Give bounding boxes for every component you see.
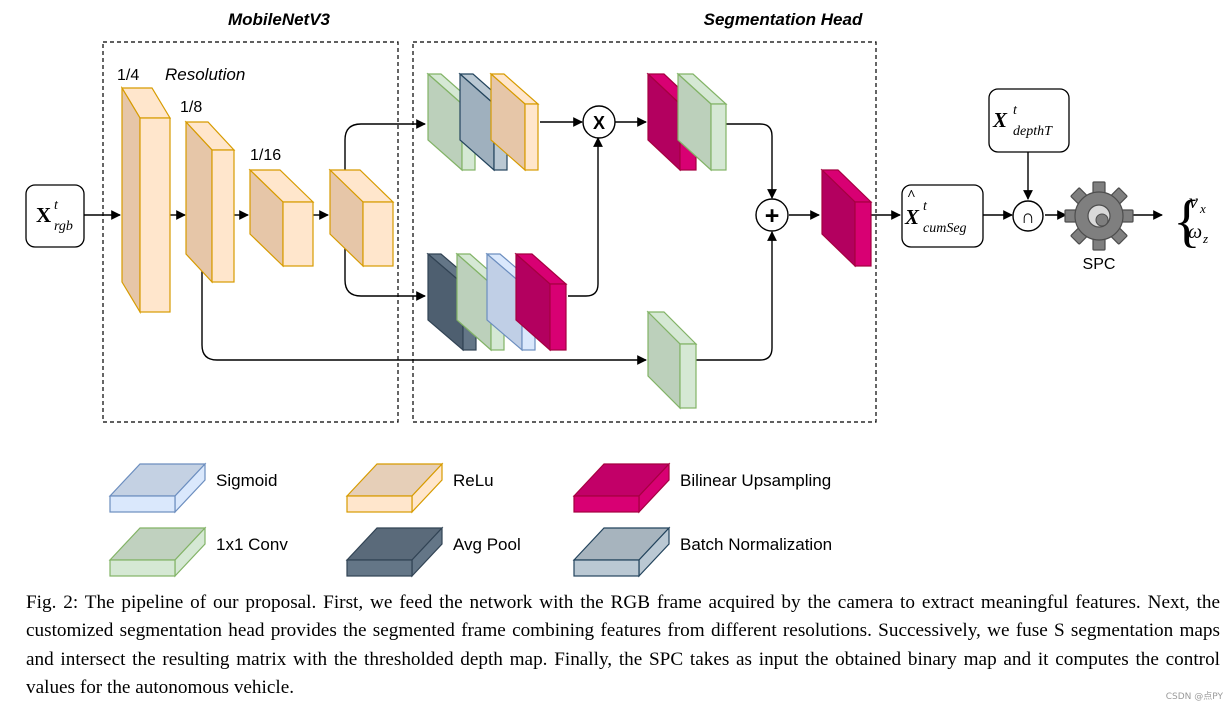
backbone-block-eighth: [184, 120, 236, 284]
cumseg-sup: t: [923, 199, 928, 214]
lower-branch-upsampling-block: [514, 252, 568, 352]
intersection-node: ∩: [1012, 200, 1044, 232]
final-upsampling-block: [820, 168, 873, 268]
resolution-label-eighth: 1/8: [180, 99, 202, 116]
add-node: +: [755, 198, 789, 232]
backbone-title: MobileNetV3: [228, 10, 331, 29]
legend-swatch: [108, 526, 207, 578]
backbone-box: [102, 41, 399, 423]
merge-conv-block: [676, 72, 728, 172]
segmentation-head-box: [412, 41, 877, 423]
legend-item: Sigmoid: [108, 462, 277, 514]
backbone-block-final: [328, 168, 395, 268]
depth-box: X t depthT: [988, 88, 1070, 153]
depth-sup: t: [1013, 103, 1018, 118]
cumseg-box: ^ X t cumSeg: [901, 184, 984, 248]
spc-label: SPC: [1083, 256, 1116, 273]
output-vx-sub: x: [1199, 201, 1206, 216]
resolution-label-sixteenth: 1/16: [250, 147, 281, 164]
multiply-symbol: X: [593, 113, 605, 133]
legend-swatch: [572, 526, 671, 578]
legend-item: ReLu: [345, 462, 494, 514]
legend-label: ReLu: [453, 471, 494, 490]
legend-label: Batch Normalization: [680, 535, 832, 554]
legend-item: Avg Pool: [345, 526, 521, 578]
input-rgb-sub: rgb: [54, 219, 73, 234]
cumseg-hat: ^: [907, 188, 916, 204]
depth-sub: depthT: [1013, 124, 1053, 139]
input-rgb-base: X: [36, 203, 51, 227]
output-wz: ω z: [1188, 221, 1208, 246]
depth-base: X: [992, 108, 1008, 132]
output-vx: v x: [1189, 191, 1206, 216]
head-title: Segmentation Head: [704, 10, 863, 29]
legend-label: Avg Pool: [453, 535, 521, 554]
legend-swatch: [108, 462, 207, 514]
upper-branch-relu-block: [489, 72, 540, 172]
legend-label: Sigmoid: [216, 471, 277, 490]
resolution-label-quarter: 1/4: [117, 67, 139, 84]
legend-swatch: [345, 462, 444, 514]
legend-swatch: [572, 462, 671, 514]
figure-caption: Fig. 2: The pipeline of our proposal. Fi…: [26, 592, 1220, 699]
legend-item: 1x1 Conv: [108, 526, 288, 578]
add-symbol: +: [765, 202, 780, 230]
legend-label: 1x1 Conv: [216, 535, 288, 554]
legend-item: Batch Normalization: [572, 526, 832, 578]
cumseg-sub: cumSeg: [923, 221, 967, 236]
legend-swatch: [345, 526, 444, 578]
input-rgb-box: X t rgb: [25, 184, 85, 248]
resolution-label: Resolution: [165, 65, 245, 84]
legend-label: Bilinear Upsampling: [680, 471, 831, 490]
legend: Sigmoid ReLu Bilinear Upsampling 1x1 Conv Av…: [108, 462, 832, 578]
backbone-block-sixteenth: [248, 168, 315, 268]
pipeline-diagram: MobileNetV3 Segmentation Head 1/4 Resolu…: [25, 10, 1208, 578]
output-brace: {: [1173, 188, 1201, 253]
intersection-symbol: ∩: [1021, 207, 1035, 228]
backbone-block-quarter: [120, 85, 172, 315]
output-wz-base: ω: [1188, 221, 1202, 243]
output-wz-sub: z: [1202, 231, 1208, 246]
connections: [84, 117, 1163, 365]
input-rgb-sup: t: [54, 198, 59, 213]
output-vx-base: v: [1189, 191, 1198, 213]
legend-item: Bilinear Upsampling: [572, 462, 831, 514]
skip-branch-conv-block: [646, 310, 698, 410]
multiply-node: X: [582, 105, 616, 139]
cumseg-base: X: [904, 205, 920, 229]
gear-icon: [1064, 181, 1134, 251]
watermark: CSDN @点PY: [1165, 692, 1223, 702]
